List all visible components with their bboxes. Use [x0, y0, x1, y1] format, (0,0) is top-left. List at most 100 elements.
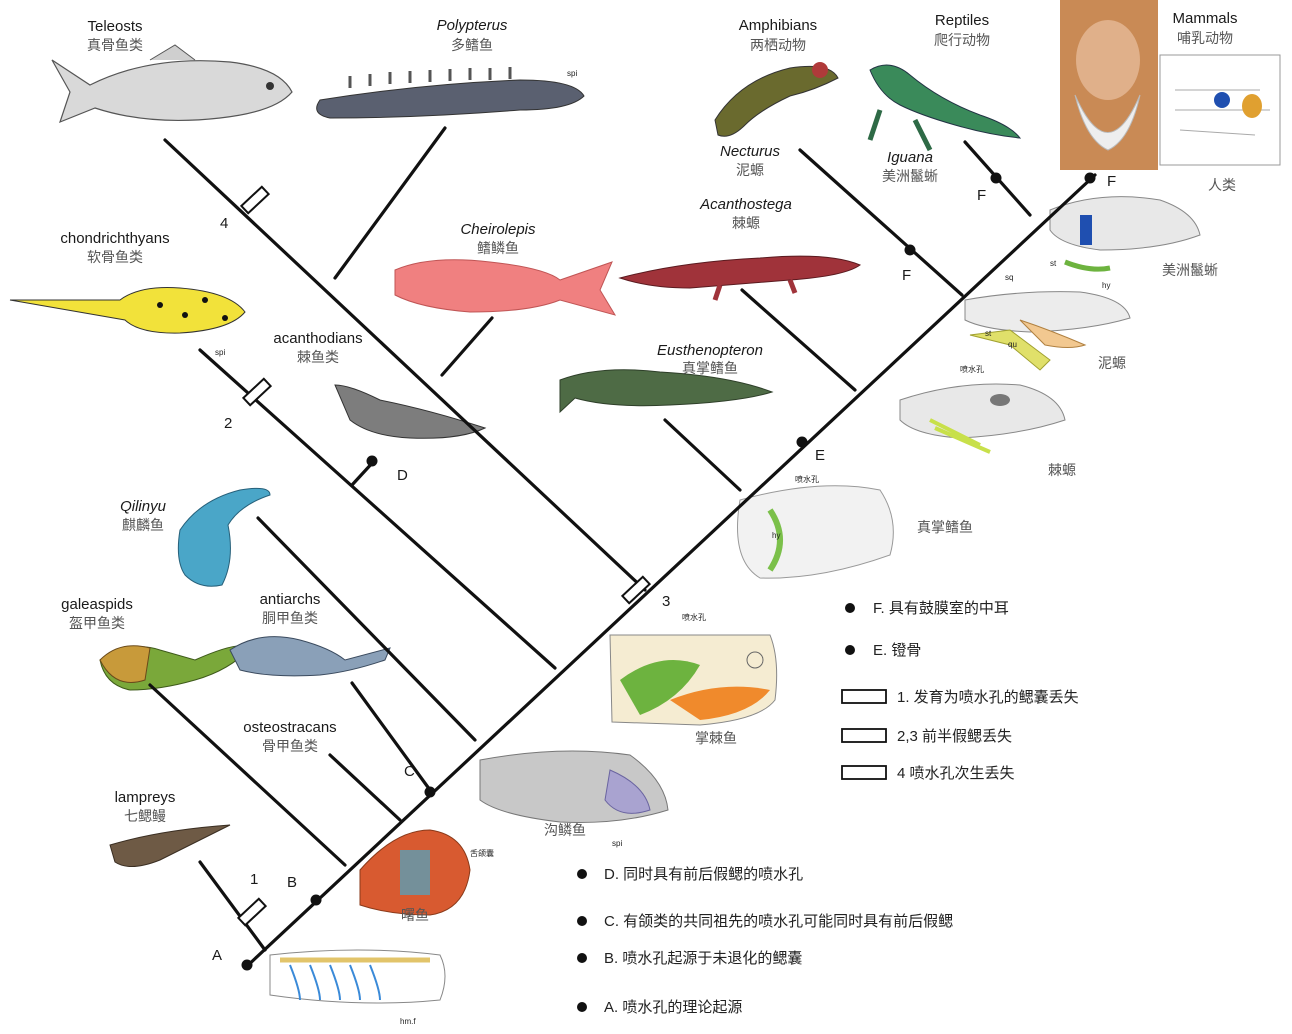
legend-dot-d	[577, 869, 587, 879]
acanthodians-label: acanthodians	[273, 330, 362, 347]
antiarchs-label: antiarchs	[260, 591, 321, 608]
node-label-4: 4	[220, 215, 228, 232]
legend-dot-a	[577, 1002, 587, 1012]
reptiles-label: Reptiles	[935, 12, 989, 29]
mammals-label: Mammals	[1172, 10, 1237, 27]
legend-item-a: A. 喷水孔的理论起源	[604, 999, 742, 1016]
node-label-2: 2	[224, 415, 232, 432]
node-dot-f1	[905, 245, 916, 256]
node-dot-d	[367, 456, 378, 467]
node-label-a: A	[212, 947, 222, 964]
legend-bar-4	[842, 766, 886, 779]
amphibian-illustration	[715, 62, 838, 136]
cheirolepis-zh-label: 鳍鳞鱼	[477, 240, 519, 256]
node-label-e: E	[815, 447, 825, 464]
polypterus-zh-label: 多鳍鱼	[451, 37, 493, 53]
spiracle-label-2: 喷水孔	[795, 474, 819, 484]
antiarchs-zh-label: 胴甲鱼类	[262, 610, 318, 626]
lampreys-zh-label: 七鳃鳗	[124, 808, 166, 824]
acanthostega-illustration	[620, 256, 860, 300]
chondrichthyan-illustration	[10, 288, 245, 334]
hy-label-iguana: hy	[1102, 281, 1110, 290]
node-dot-c	[425, 787, 436, 798]
node-dot-f2	[991, 173, 1002, 184]
necturus-skull-label: 泥螈	[1098, 355, 1126, 371]
human-label: 人类	[1208, 177, 1236, 193]
sq-label: sq	[1005, 273, 1013, 282]
node-dot-a	[242, 960, 253, 971]
hm-f-label: hm.f	[400, 1017, 416, 1026]
polypterus-label: Polypterus	[437, 17, 508, 34]
cheirolepis-label: Cheirolepis	[460, 221, 536, 238]
qilinyu-head-illustration	[610, 635, 777, 725]
mammal-skull-illustration	[1160, 55, 1280, 165]
legend-item-1: 1. 发育为喷水孔的鳃囊丢失	[897, 689, 1079, 706]
osteostracan-head-label: 沟鳞鱼	[544, 822, 586, 838]
node-label-c: C	[404, 763, 415, 780]
st-label-necturus: st	[985, 329, 992, 338]
legend-dot-f	[845, 603, 855, 613]
iguana-illustration	[870, 65, 1020, 150]
node-label-f2: F	[977, 187, 986, 204]
galeaspids-zh-label: 盔甲鱼类	[69, 615, 125, 631]
spiracle-label-1: 喷水孔	[960, 364, 984, 374]
node-label-f3: F	[1107, 173, 1116, 190]
iguana-skull-label: 美洲鬣蜥	[1162, 262, 1218, 278]
teleosts-label: Teleosts	[87, 18, 142, 35]
legend-item-c: C. 有颌类的共同祖先的喷水孔可能同时具有前后假鳃	[604, 913, 953, 930]
spiracle-label-3: 喷水孔	[682, 612, 706, 622]
teleosts-zh-label: 真骨鱼类	[87, 37, 143, 53]
iguana-zh-label: 美洲鬣蜥	[882, 168, 938, 184]
node-label-f1: F	[902, 267, 911, 284]
galeaspid-head-label: 曙鱼	[401, 907, 429, 923]
bar-1	[238, 899, 265, 925]
legend-dot-b	[577, 953, 587, 963]
node-label-3: 3	[662, 593, 670, 610]
lampreys-label: lampreys	[115, 789, 176, 806]
st-label-iguana: st	[1050, 259, 1057, 268]
acanthostega-label: Acanthostega	[699, 196, 792, 213]
spi-label-chondrichthyan: spi	[215, 348, 225, 357]
lamprey-illustration	[110, 825, 230, 867]
reptiles-zh-label: 爬行动物	[934, 32, 990, 48]
qu-label: qu	[1008, 340, 1017, 349]
legend-bar-1	[842, 690, 886, 703]
legend-bottom: D. 同时具有前后假鳃的喷水孔 C. 有颌类的共同祖先的喷水孔可能同时具有前后假…	[577, 866, 953, 1016]
galeaspid-illustration	[100, 646, 250, 690]
iguana-skull-illustration	[1050, 197, 1200, 269]
legend-bar-23	[842, 729, 886, 742]
qilinyu-label: Qilinyu	[120, 498, 167, 515]
gill-pouch-illustration	[270, 950, 445, 1003]
osteostracans-label: osteostracans	[243, 719, 336, 736]
node-labels: A B C D E F F F 1 2 3 4	[212, 173, 1116, 964]
eusthenopteron-illustration	[560, 370, 772, 412]
teleost-illustration	[52, 45, 292, 122]
acanthostega-zh-label: 棘螈	[732, 215, 760, 231]
legend-dot-c	[577, 916, 587, 926]
chondrichthyans-zh-label: 软骨鱼类	[87, 249, 143, 265]
amphibians-zh-label: 两栖动物	[750, 37, 806, 53]
galeaspid-head-illustration	[360, 830, 470, 915]
cheirolepis-illustration	[395, 260, 615, 315]
acanthostega-skull-label: 棘螈	[1048, 462, 1076, 478]
legend-item-f: F. 具有鼓膜室的中耳	[873, 600, 1009, 617]
legend-item-4: 4 喷水孔次生丢失	[897, 765, 1015, 782]
acanthostega-skull-illustration	[900, 384, 1065, 452]
legend-right: F. 具有鼓膜室的中耳 E. 镫骨 1. 发育为喷水孔的鳃囊丢失 2,3 前半假…	[842, 600, 1079, 782]
eusthenopteron-skull-illustration	[738, 486, 894, 578]
osteostracan-head-illustration	[480, 751, 668, 823]
amphibians-label: Amphibians	[739, 17, 817, 34]
human-portrait-illustration	[1060, 0, 1158, 170]
iguana-label: Iguana	[887, 149, 933, 166]
mammals-zh-label: 哺乳动物	[1177, 30, 1233, 46]
qilinyu-head-label: 掌棘鱼	[695, 730, 737, 746]
node-dot-f3	[1085, 173, 1096, 184]
acanthodian-illustration	[335, 385, 485, 438]
osteostracans-zh-label: 骨甲鱼类	[262, 738, 318, 754]
legend-item-23: 2,3 前半假鳃丢失	[897, 728, 1012, 745]
qilinyu-illustration	[178, 488, 270, 586]
antiarch-illustration	[230, 637, 390, 676]
polypterus-illustration	[317, 67, 584, 118]
spi-label-osteostracan: spi	[612, 839, 622, 848]
